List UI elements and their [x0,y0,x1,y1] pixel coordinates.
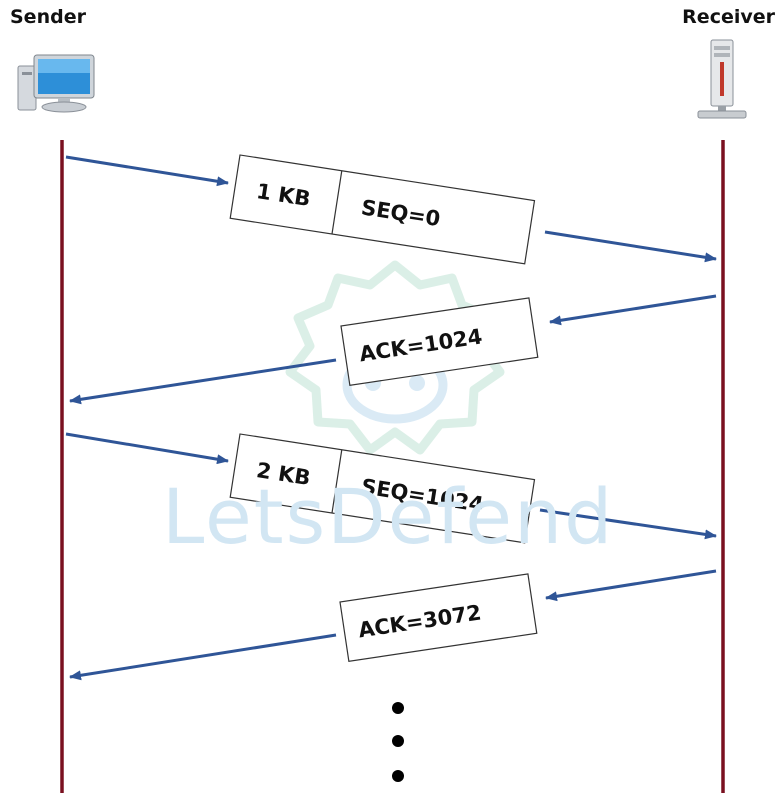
ack-box-2: ACK=3072 [339,573,538,663]
ack-arrow-1-left [69,358,337,405]
ack-arrow-2-right [545,569,717,602]
send-arrow-1-right [544,230,717,263]
continuation-dot [392,735,404,747]
receiver-title: Receiver [682,6,775,28]
continuation-dots [392,702,404,782]
desktop-computer-icon [17,54,95,113]
ack-arrow-1-right [549,294,717,326]
sender-title: Sender [10,6,86,28]
send-arrow-2-right [539,508,717,540]
send-arrow-2-left [65,432,229,465]
packet-box-2: 2 KB SEQ=1024 [229,433,536,544]
server-tower-icon [697,39,747,119]
ack-arrow-2-left [69,633,337,681]
ack-box-1: ACK=1024 [340,297,539,387]
continuation-dot [392,702,404,714]
watermark-text: LetsDefend [162,472,615,561]
packet-box-1: 1 KB SEQ=0 [229,154,536,265]
continuation-dot [392,770,404,782]
send-arrow-1-left [65,155,229,187]
